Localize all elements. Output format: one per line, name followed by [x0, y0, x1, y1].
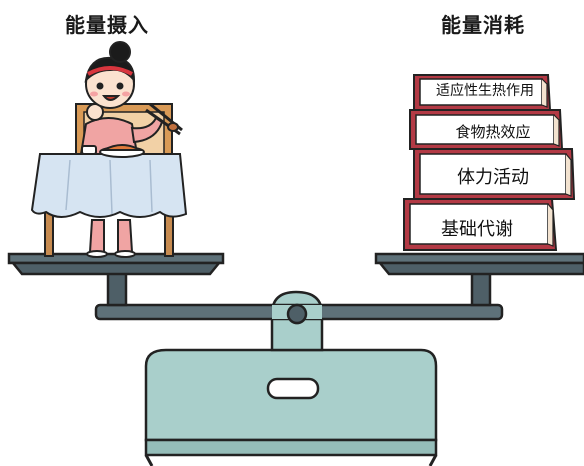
book-label-thermic-effect-of-food: 食物热效应 [455, 123, 531, 141]
energy-expenditure-title: 能量消耗 [441, 13, 525, 37]
energy-intake-title: 能量摄入 [65, 13, 149, 37]
right-scale-pan [374, 252, 584, 307]
book-thermic-effect-of-food [409, 109, 564, 150]
book-label-physical-activity: 体力活动 [457, 167, 529, 188]
book-adaptive-thermogenesis [413, 74, 552, 111]
left-scale-pan [7, 252, 225, 307]
book-stack [403, 74, 576, 251]
book-physical-activity [413, 148, 576, 200]
scale-handle-slot [266, 377, 320, 400]
book-label-adaptive-thermogenesis: 适应性生热作用 [436, 83, 534, 99]
girl-eating-illustration [30, 41, 188, 258]
scale-base [144, 348, 438, 466]
book-label-basal-metabolism: 基础代谢 [441, 219, 513, 240]
book-basal-metabolism [403, 198, 558, 251]
